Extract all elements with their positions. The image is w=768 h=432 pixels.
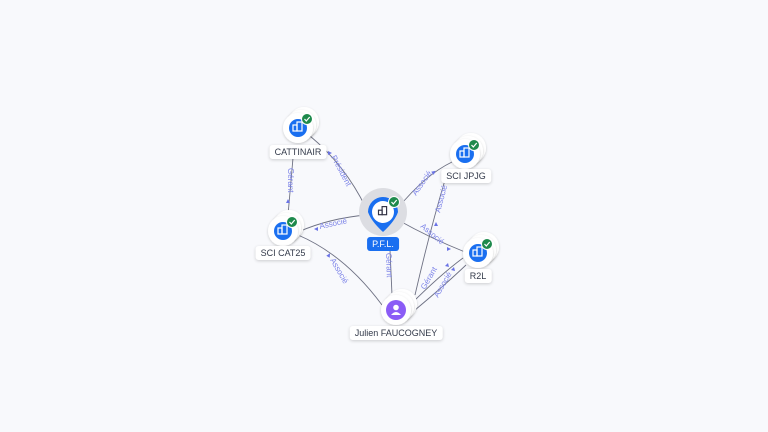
edge-gerant-cattinair[interactable] bbox=[287, 157, 294, 216]
edge-gerant-julien-pfl[interactable] bbox=[389, 249, 393, 296]
verified-check-icon bbox=[285, 215, 299, 229]
edge-associe-julien-r2l[interactable] bbox=[414, 264, 467, 311]
node-sci-jpjg[interactable] bbox=[450, 133, 486, 169]
edge-label: Associé bbox=[328, 257, 350, 286]
edge-label: Gérant bbox=[384, 253, 394, 279]
person-icon bbox=[391, 304, 401, 315]
node-label-sci-jpjg[interactable]: SCI JPJG bbox=[441, 169, 491, 183]
edge-label: Associé bbox=[319, 216, 349, 231]
verified-check-icon bbox=[480, 237, 494, 251]
node-label-r2l[interactable]: R2L bbox=[464, 269, 492, 283]
node-cattinair[interactable] bbox=[283, 107, 319, 143]
node-label-sci-cat25[interactable]: SCI CAT25 bbox=[255, 246, 311, 260]
node-label-cattinair[interactable]: CATTINAIR bbox=[269, 145, 327, 159]
edge-associe-julien-jpjg[interactable] bbox=[414, 179, 446, 296]
node-sci-cat25[interactable] bbox=[268, 210, 304, 246]
node-label-pfl[interactable]: P.F.L. bbox=[367, 237, 399, 251]
node-label-julien[interactable]: Julien FAUCOGNEY bbox=[349, 326, 443, 340]
verified-check-icon bbox=[467, 138, 481, 152]
edge-label: Associé bbox=[433, 184, 449, 214]
edge-label: Gérant bbox=[286, 168, 295, 193]
edge-associe-julien-cat25[interactable] bbox=[297, 234, 383, 306]
node-r2l[interactable] bbox=[463, 232, 499, 268]
node-pfl[interactable] bbox=[359, 188, 407, 236]
verified-check-icon bbox=[387, 195, 401, 209]
verified-check-icon bbox=[300, 112, 314, 126]
edge-label: Président bbox=[329, 154, 353, 189]
edge-label: Associé bbox=[410, 169, 434, 198]
node-julien[interactable] bbox=[381, 289, 417, 325]
edge-president[interactable] bbox=[309, 135, 367, 209]
building-icon bbox=[377, 206, 388, 216]
edge-arrows bbox=[286, 151, 455, 271]
